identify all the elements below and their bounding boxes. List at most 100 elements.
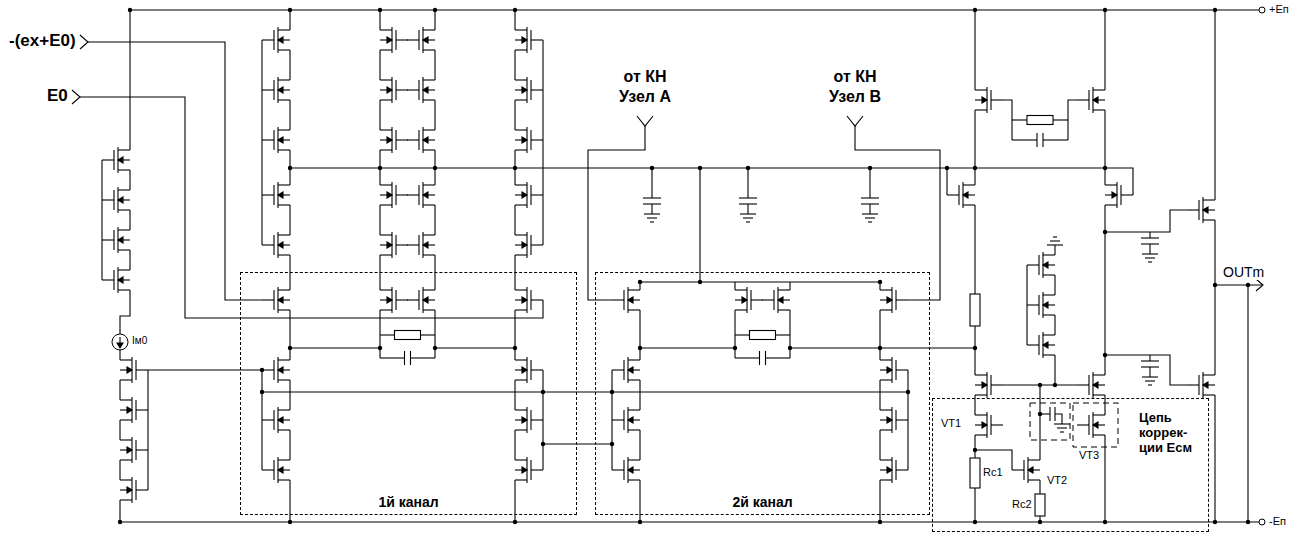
mosfet-symbol xyxy=(423,254,435,255)
wire xyxy=(80,97,543,318)
junction-dot xyxy=(638,346,642,350)
input-marker xyxy=(80,35,88,49)
ground-symbol xyxy=(868,221,872,222)
resistor-label: Rc1 xyxy=(982,466,1004,479)
mosfet-symbol xyxy=(1077,424,1089,425)
wire xyxy=(735,334,750,335)
current-source-label: Iм0 xyxy=(131,335,148,347)
junction-dot xyxy=(513,8,517,12)
junction-dot xyxy=(260,368,264,372)
mosfet-symbol xyxy=(1043,274,1055,275)
ground-symbol xyxy=(1145,257,1155,258)
mosfet-symbol xyxy=(380,129,392,130)
junction-dot xyxy=(1038,520,1042,524)
mosfet-symbol xyxy=(628,459,640,460)
mosfet-arrow xyxy=(278,87,283,93)
wire xyxy=(147,370,148,490)
mosfet-symbol xyxy=(1077,99,1089,100)
input-signal: E0 xyxy=(46,86,69,106)
capacitor-symbol xyxy=(861,197,879,198)
wire xyxy=(129,250,130,270)
mosfet-symbol xyxy=(880,379,892,380)
junction-dot xyxy=(973,166,977,170)
junction-dot xyxy=(698,166,702,170)
wire xyxy=(379,205,380,235)
junction-dot xyxy=(1053,383,1057,387)
mosfet-symbol xyxy=(1028,479,1040,480)
wire xyxy=(1104,435,1105,522)
wire xyxy=(119,380,120,400)
mosfet-symbol xyxy=(407,89,419,90)
junction-dot xyxy=(650,166,654,170)
mosfet-symbol xyxy=(423,309,435,310)
wire xyxy=(1149,232,1150,238)
mosfet-symbol xyxy=(515,479,527,480)
mosfet-symbol xyxy=(880,309,892,310)
mosfet-symbol xyxy=(423,184,435,185)
mosfet-arrow xyxy=(1093,97,1098,103)
wire xyxy=(101,160,102,280)
wire xyxy=(869,204,870,214)
mosfet-symbol xyxy=(628,309,640,310)
mosfet-arrow xyxy=(118,197,123,203)
mosfet-symbol xyxy=(515,29,527,30)
channel-box: 2й канал xyxy=(595,272,930,515)
mosfet-symbol xyxy=(515,204,527,205)
junction-dot xyxy=(973,448,977,452)
mosfet-symbol xyxy=(120,479,132,480)
wire xyxy=(1054,275,1055,295)
mosfet-symbol xyxy=(515,49,527,50)
wire xyxy=(129,210,130,230)
mosfet-arrow xyxy=(1203,382,1208,388)
mosfet-arrow xyxy=(387,37,392,43)
mosfet-arrow xyxy=(118,157,123,163)
mosfet-symbol xyxy=(1028,459,1040,460)
wire xyxy=(261,40,262,245)
supply-name: +Eп xyxy=(1268,3,1290,16)
wire xyxy=(879,310,880,360)
mosfet-symbol xyxy=(896,469,908,470)
mosfet-symbol xyxy=(423,99,435,100)
junction-dot xyxy=(1213,520,1217,524)
mosfet-arrow xyxy=(742,297,747,303)
wire xyxy=(1039,385,1040,460)
current-source-symbol xyxy=(117,343,123,348)
mosfet-symbol xyxy=(778,309,790,310)
mosfet-symbol xyxy=(407,39,419,40)
junction-dot xyxy=(513,520,517,524)
ground-symbol xyxy=(1145,380,1155,381)
mosfet-symbol xyxy=(262,244,274,245)
mosfet-symbol xyxy=(628,409,640,410)
mosfet-symbol xyxy=(1187,209,1199,210)
ground-symbol xyxy=(647,217,657,218)
mosfet-arrow xyxy=(387,192,392,198)
mosfet-symbol xyxy=(136,489,148,490)
capacitor-symbol xyxy=(1141,237,1159,238)
mosfet-symbol xyxy=(118,229,130,230)
ground-symbol xyxy=(1148,261,1152,262)
mosfet-symbol xyxy=(515,184,527,185)
wire xyxy=(434,205,435,235)
wire xyxy=(380,357,405,358)
resistor-label: Rc2 xyxy=(1011,498,1033,511)
wire xyxy=(289,10,290,30)
ground-symbol xyxy=(865,217,875,218)
wire xyxy=(1149,367,1150,377)
mosfet-symbol xyxy=(515,234,527,235)
junction-dot xyxy=(973,520,977,524)
capacitor-symbol xyxy=(404,351,405,365)
box-title: 1й канал xyxy=(375,494,441,510)
mosfet-arrow xyxy=(1028,467,1033,473)
mosfet-symbol xyxy=(880,359,892,360)
mosfet-symbol xyxy=(120,499,132,500)
mosfet-symbol xyxy=(531,139,543,140)
wire xyxy=(514,205,515,235)
box-title: Цепь коррек- ции Eсм xyxy=(1139,411,1201,456)
mosfet-symbol xyxy=(1203,374,1215,375)
wire xyxy=(776,334,791,335)
mosfet-symbol xyxy=(262,194,274,195)
mosfet-symbol xyxy=(278,379,290,380)
mosfet-arrow xyxy=(278,37,283,43)
mosfet-symbol xyxy=(120,359,132,360)
mosfet-symbol xyxy=(423,49,435,50)
